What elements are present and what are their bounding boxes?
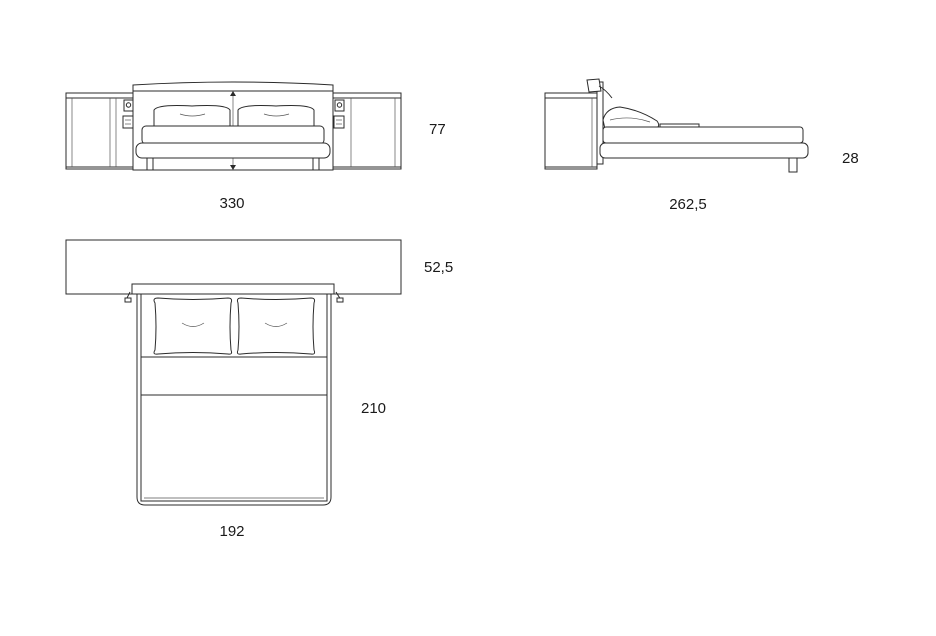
front-left-nightstand [65,92,135,170]
top-depth-label: 52,5 [424,259,453,276]
front-pillows [153,105,315,128]
side-height-label: 28 [842,150,859,167]
top-pillows [153,297,316,355]
top-width-label: 192 [219,523,244,540]
side-view: 262,5 28 [544,78,859,213]
top-headboard [131,283,335,295]
top-duvet-fold [140,356,328,396]
top-lamp-arms [124,291,344,303]
front-view: 330 77 [65,81,446,212]
top-view: 192 210 52,5 [65,239,453,540]
side-nightstand [544,92,598,170]
top-length-label: 210 [361,400,386,417]
side-bed-frame [599,123,809,173]
front-bed-frame [135,125,331,171]
side-length-label: 262,5 [669,196,707,213]
side-pillow [602,106,660,130]
front-height-label: 77 [429,121,446,138]
front-width-label: 330 [219,195,244,212]
side-headboard [586,78,613,165]
front-right-lamp-icon [333,99,345,129]
